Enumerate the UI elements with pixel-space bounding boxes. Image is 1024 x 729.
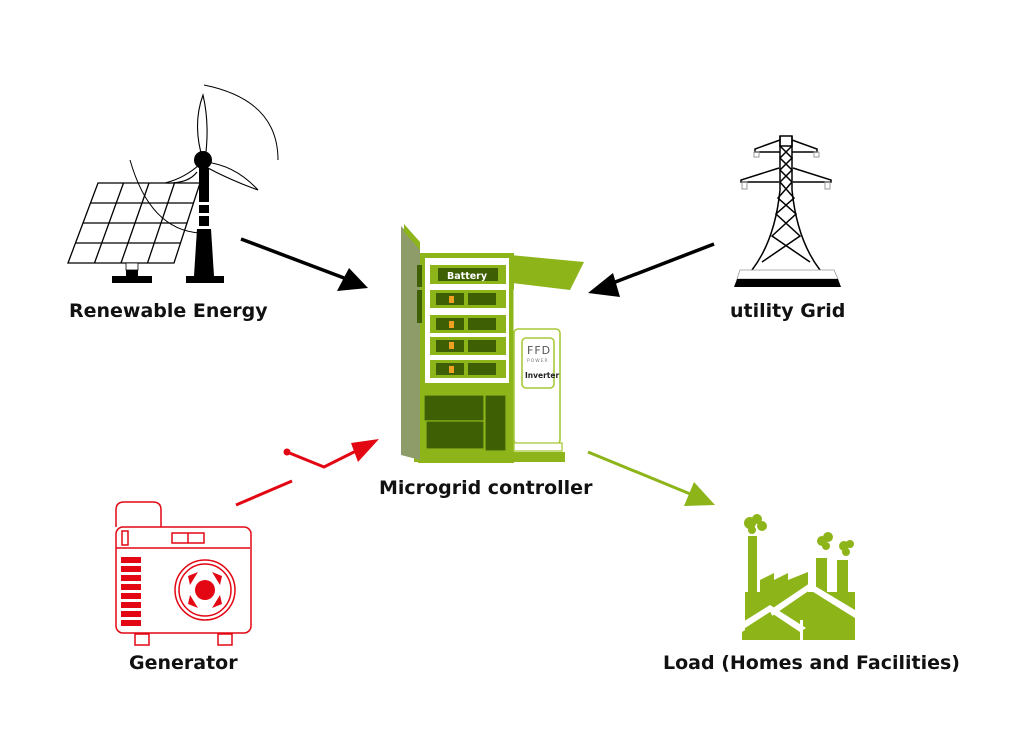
inverter-label: Inverter — [525, 371, 559, 380]
generator-icon — [115, 501, 252, 646]
tower-base-foot — [734, 279, 841, 287]
arrow-generator-to-controller — [235, 439, 379, 507]
generator-label: Generator — [129, 652, 238, 674]
microgrid-controller-label: Microgrid controller — [379, 477, 593, 499]
arrow-grid-to-controller — [604, 242, 715, 288]
battery-label: Battery — [447, 271, 488, 282]
battery-rack — [430, 265, 506, 378]
tower-base — [736, 269, 839, 280]
brand-logo-bottom: POWER — [527, 358, 549, 364]
solar-wind-icon — [67, 84, 279, 283]
arrowhead-icon — [588, 273, 620, 297]
fan-icon — [188, 572, 222, 608]
arrow-renewable-to-controller — [240, 237, 353, 283]
factory-icon — [738, 514, 860, 640]
wind-turbine-icon — [164, 93, 259, 283]
renewable-energy-label: Renewable Energy — [69, 300, 268, 322]
load-label: Load (Homes and Facilities) — [663, 652, 960, 674]
cabinet-door — [401, 226, 420, 460]
arrowhead-icon — [337, 268, 368, 291]
arrowhead-icon — [351, 439, 379, 462]
microgrid-cabinet-icon: Battery FFD POWER Inverter — [401, 224, 584, 463]
solar-panel-icon — [67, 182, 201, 264]
arrowhead-icon — [684, 482, 715, 506]
generator-vent — [121, 557, 141, 626]
arrow-controller-to-load — [587, 450, 701, 500]
utility-grid-label: utility Grid — [730, 300, 845, 322]
transmission-tower-icon — [740, 135, 832, 271]
brand-logo-top: FFD — [527, 344, 551, 357]
